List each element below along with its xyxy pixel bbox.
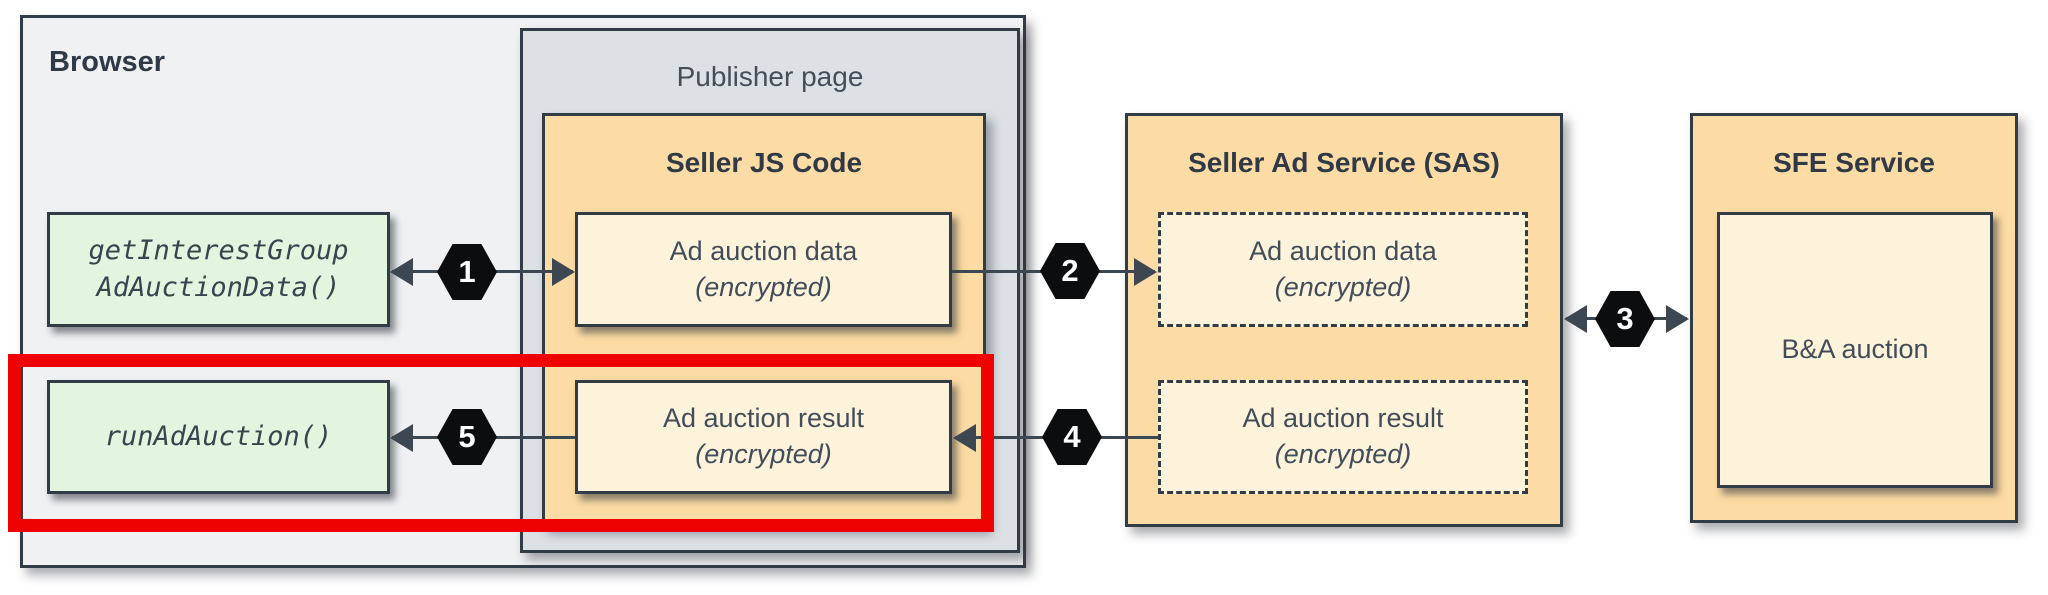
sas-ad-auction-data-box: Ad auction data (encrypted) [1158,212,1528,327]
arrowhead-left-step4 [953,424,976,452]
arrowhead-left-step1 [390,258,413,286]
step-2-hexagon: 2 [1040,243,1100,299]
step-4-hexagon: 4 [1042,409,1102,465]
step-1-number: 1 [458,254,476,289]
seller-js-code-title: Seller JS Code [665,147,863,178]
seller-js-ad-auction-result-box: Ad auction result (encrypted) [575,380,952,494]
ad-auction-data-label: Ad auction data [1249,235,1437,266]
ba-auction-box: B&A auction [1717,212,1993,488]
encrypted-label: (encrypted) [1274,439,1412,469]
seller-js-ad-auction-data-box: Ad auction data (encrypted) [575,212,952,327]
ad-auction-result-label: Ad auction result [1242,403,1444,434]
step-3-number: 3 [1616,301,1634,336]
arrowhead-left-step5 [390,424,413,452]
api-call-line2: AdAuctionData() [96,271,341,303]
arrowhead-left-step3 [1564,305,1587,333]
encrypted-label: (encrypted) [695,271,832,302]
encrypted-label: (encrypted) [1274,271,1412,302]
ba-auction-label: B&A auction [1781,334,1929,365]
run-ad-auction-box: runAdAuction() [47,380,390,494]
arrowhead-right-step2 [1134,258,1157,286]
api-call-line1: getInterestGroup [88,235,349,267]
browser-label: Browser [49,46,166,78]
encrypted-label: (encrypted) [695,439,832,469]
api-call-line1: runAdAuction() [104,420,333,452]
step-5-number: 5 [458,419,476,454]
seller-ad-service-title: Seller Ad Service (SAS) [1188,147,1500,178]
get-interest-group-ad-auction-data-box: getInterestGroup AdAuctionData() [47,212,390,327]
step-4-number: 4 [1063,419,1081,454]
arrowhead-right-step3 [1666,305,1689,333]
step-2-number: 2 [1061,253,1079,288]
arrowhead-right-step1 [552,258,575,286]
ad-auction-data-label: Ad auction data [669,235,858,266]
sfe-service-title: SFE Service [1773,147,1935,178]
publisher-page-label: Publisher page [676,61,864,92]
step-3-hexagon: 3 [1595,291,1655,347]
sas-ad-auction-result-box: Ad auction result (encrypted) [1158,380,1528,494]
ad-auction-result-label: Ad auction result [662,403,865,434]
